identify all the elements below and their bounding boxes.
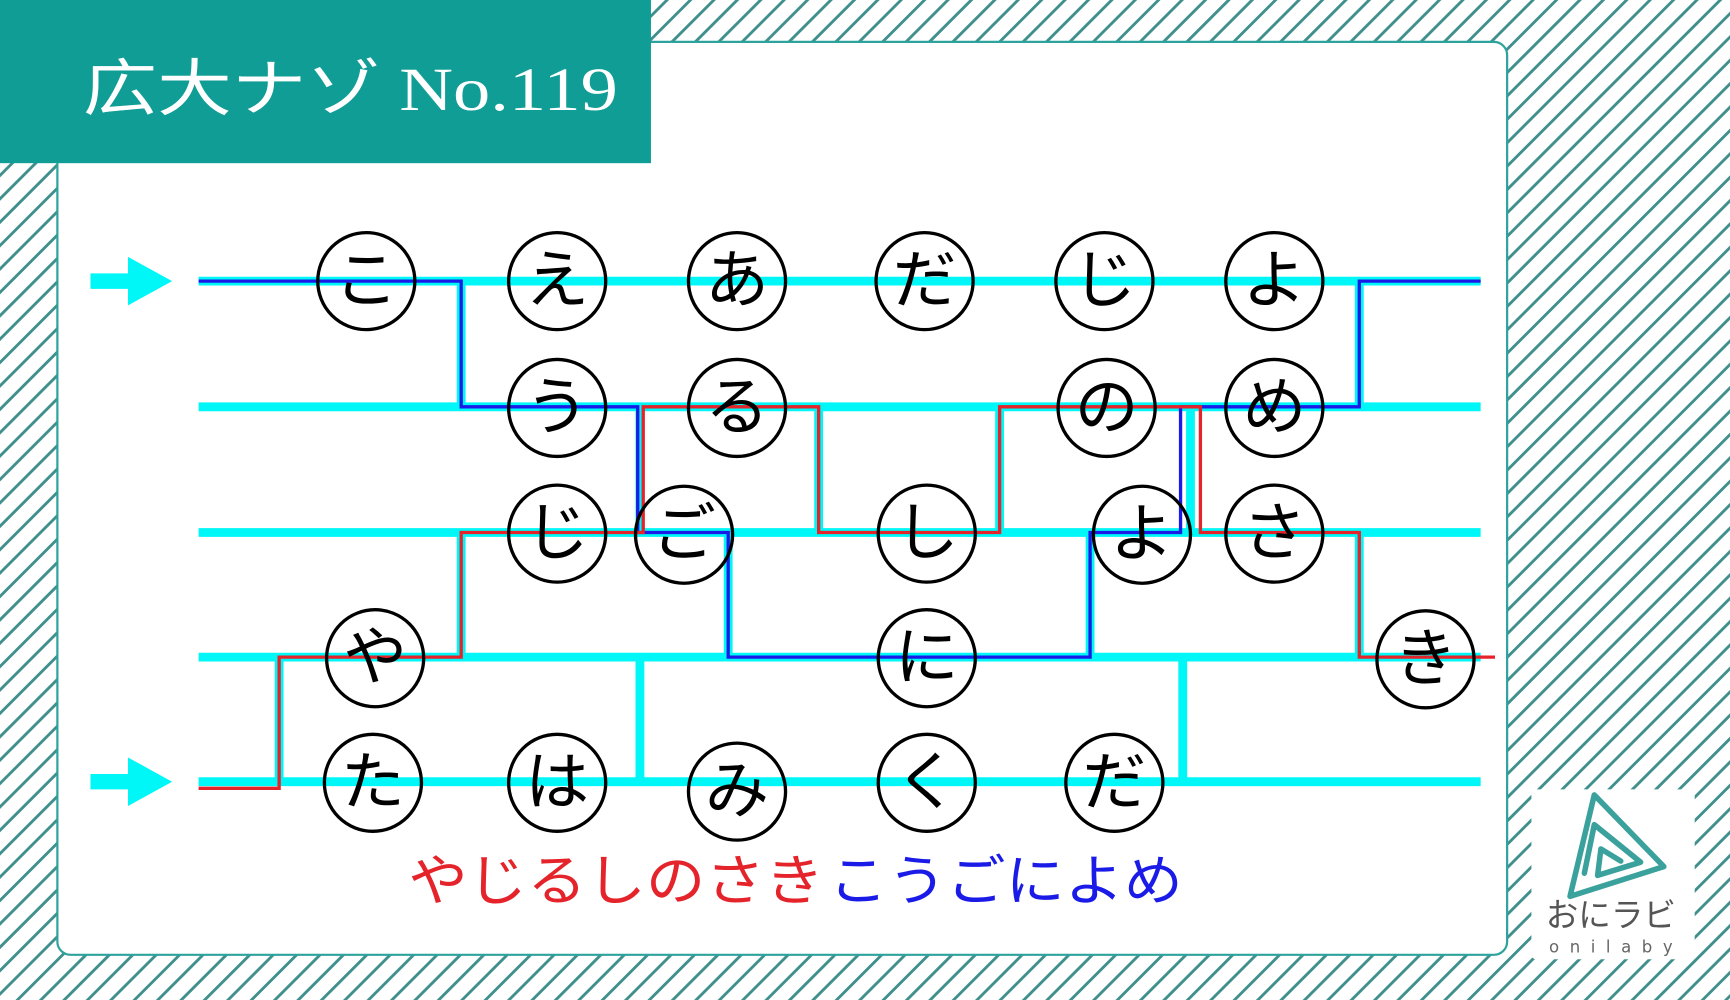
node-letter: み xyxy=(705,755,769,829)
node-letter: た xyxy=(341,746,405,820)
node-circle xyxy=(1224,483,1325,584)
letter-node: え xyxy=(506,230,608,332)
title-banner: 広大ナゾ No.119 xyxy=(0,0,651,164)
letter-node: よ xyxy=(1224,230,1325,332)
letter-node: は xyxy=(506,732,608,833)
letter-node: さ xyxy=(1224,483,1325,584)
node-circle xyxy=(876,732,977,833)
letter-node: よ xyxy=(1091,484,1193,585)
node-letter: う xyxy=(525,371,589,445)
letter-node: た xyxy=(322,732,424,833)
node-letter: は xyxy=(525,746,589,820)
node-letter: の xyxy=(1075,371,1139,445)
node-circle xyxy=(322,732,424,833)
logo-maze-spiral xyxy=(1581,821,1644,879)
letter-node: こ xyxy=(316,230,417,332)
letter-node: め xyxy=(1224,357,1325,459)
letter-node: あ xyxy=(686,230,788,332)
node-circle xyxy=(506,357,608,459)
node-circle xyxy=(1224,230,1325,332)
arrow-right-icon xyxy=(90,757,173,806)
brand-logo: おにラビ onilaby xyxy=(1531,789,1695,960)
page-title: 広大ナゾ No.119 xyxy=(83,56,618,124)
hint-line: やじるしのさき こうごによめ xyxy=(408,850,1183,914)
node-letter: え xyxy=(525,244,589,318)
node-circle xyxy=(686,357,788,459)
arrow-right-icon xyxy=(90,256,173,306)
triangle-maze-logo-icon xyxy=(1567,792,1667,900)
main-panel xyxy=(56,40,1509,956)
letter-node: く xyxy=(876,732,977,833)
node-letter: に xyxy=(895,621,959,695)
node-circle xyxy=(686,230,788,332)
node-circle xyxy=(686,741,788,842)
node-circle xyxy=(506,483,608,584)
hint-blue-text: こうごによめ xyxy=(829,850,1183,914)
node-letter: だ xyxy=(1082,746,1146,820)
letter-node: や xyxy=(324,608,426,709)
node-circle xyxy=(1064,732,1165,833)
node-letter: よ xyxy=(1242,244,1306,318)
node-circle xyxy=(506,732,608,833)
node-letter: ご xyxy=(652,498,716,572)
node-letter: あ xyxy=(705,244,769,318)
node-letter: き xyxy=(1393,622,1457,696)
logo-triangle-outline xyxy=(1567,792,1667,900)
node-circle xyxy=(1056,357,1157,459)
node-circle xyxy=(876,608,977,709)
node-letter: や xyxy=(343,621,407,695)
node-circle xyxy=(876,483,977,584)
node-letter: じ xyxy=(1072,244,1136,318)
letter-node: ご xyxy=(633,484,735,585)
letter-node: の xyxy=(1056,357,1157,459)
node-letter: し xyxy=(895,497,959,571)
node-circle xyxy=(1375,609,1476,710)
letter-node: し xyxy=(876,483,977,584)
logo-name: おにラビ xyxy=(1546,896,1676,935)
letter-node: だ xyxy=(874,230,975,332)
node-circle xyxy=(633,484,735,585)
node-circle xyxy=(1054,230,1155,332)
node-circle xyxy=(324,608,426,709)
letter-node: だ xyxy=(1064,732,1165,833)
node-letter: じ xyxy=(525,497,589,571)
logo-box xyxy=(1531,789,1695,960)
node-letter: る xyxy=(705,371,769,445)
node-letter: こ xyxy=(334,244,398,318)
node-letter: さ xyxy=(1242,497,1306,571)
node-circle xyxy=(1224,357,1325,459)
red-route-line xyxy=(198,405,1495,790)
letter-node: じ xyxy=(506,483,608,584)
hint-red-text: やじるしのさき xyxy=(408,850,824,914)
node-letter: く xyxy=(895,746,959,820)
node-circle xyxy=(874,230,975,332)
node-circle xyxy=(316,230,417,332)
node-letter: よ xyxy=(1110,498,1174,572)
title-box xyxy=(0,0,651,164)
letter-node: み xyxy=(686,741,788,842)
blue-route-line xyxy=(198,279,1481,659)
node-circle xyxy=(1091,484,1193,585)
node-letter: め xyxy=(1242,371,1306,445)
node-letter: だ xyxy=(893,244,957,318)
letter-node: う xyxy=(506,357,608,459)
letter-node: き xyxy=(1375,609,1476,710)
letter-node: る xyxy=(686,357,788,459)
letter-node: じ xyxy=(1054,230,1155,332)
letter-node: に xyxy=(876,608,977,709)
node-circle xyxy=(506,230,608,332)
